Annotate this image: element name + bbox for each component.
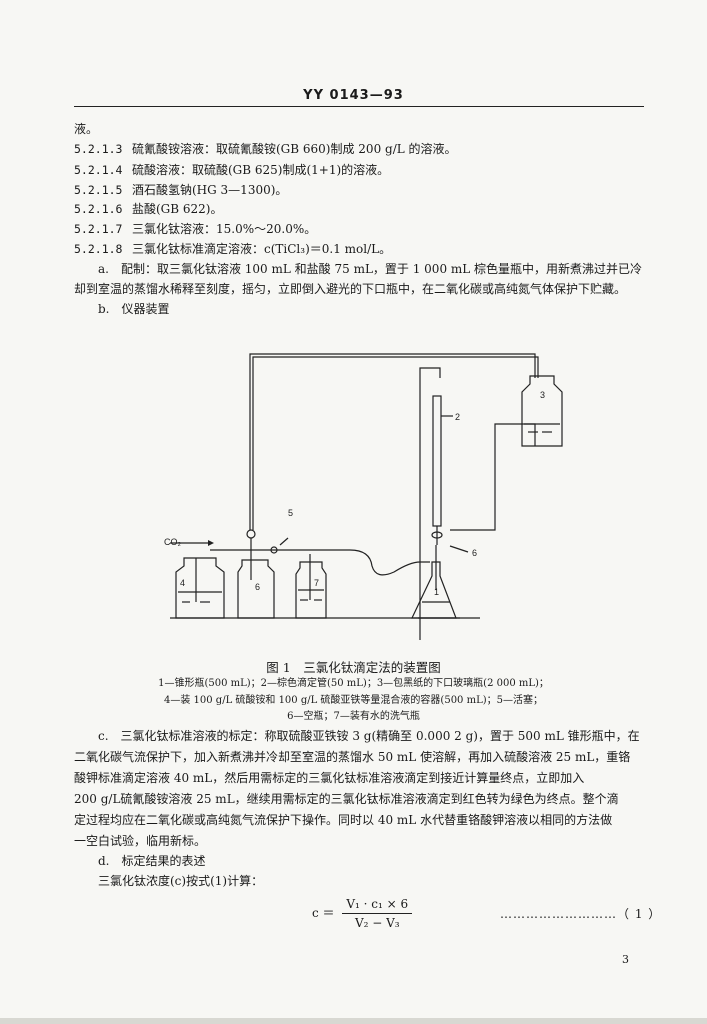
header-rule (74, 106, 644, 107)
para-c-line-5: 定过程均应在二氧化碳或高纯氮气流保护下操作。同时以 40 mL 水代替重铬酸钾溶… (74, 813, 613, 827)
para-c-line-4: 200 g/L硫氰酸铵溶液 25 mL，继续用需标定的三氯化钛标准溶液滴定到红色… (74, 792, 619, 806)
wash-bottle-7 (295, 561, 327, 619)
conical-flask-1 (411, 561, 457, 619)
label-2: 2 (455, 412, 460, 422)
clause-number: 5.2.1.8 (74, 242, 123, 256)
equation-number: ………………………（ 1 ） (500, 907, 662, 921)
empty-bottle-6 (237, 559, 275, 619)
para-d-heading: d. 标定结果的表述 (98, 854, 206, 868)
formula-1: c ＝ V₁ · c₁ × 6 V₂ − V₃ (312, 897, 413, 930)
clause-text: 硫酸溶液：取硫酸(GB 625)制成(1+1)的溶液。 (132, 163, 390, 177)
label-6b: 6 (472, 548, 477, 558)
clause-5-2-1-3: 5.2.1.3 硫氰酸铵溶液：取硫氰酸铵(GB 660)制成 200 g/L 的溶… (74, 141, 457, 157)
standard-code-header: YY 0143—93 (303, 88, 404, 103)
label-5: 5 (288, 508, 293, 518)
clause-number: 5.2.1.7 (74, 222, 123, 236)
page-number: 3 (622, 953, 629, 966)
reservoir-outlet-tube (450, 423, 536, 531)
upper-tube (249, 353, 536, 530)
para-a-line-1: a. 配制：取三氯化钛溶液 100 mL 和盐酸 75 mL，置于 1 000 … (98, 262, 643, 276)
clause-5-2-1-8: 5.2.1.8 三氯化钛标准滴定溶液：c(TiCl₃)＝0.1 mol/L。 (74, 241, 391, 257)
clause-5-2-1-4: 5.2.1.4 硫酸溶液：取硫酸(GB 625)制成(1+1)的溶液。 (74, 162, 389, 178)
clause-text: 三氯化钛标准滴定溶液：c(TiCl₃)＝0.1 mol/L。 (132, 242, 392, 256)
para-c-line-6: 一空白试验，临用新标。 (74, 834, 207, 848)
label-co2: CO₂ (164, 537, 182, 547)
clause-5-2-1-7: 5.2.1.7 三氯化钛溶液：15.0%～20.0%。 (74, 221, 316, 237)
clause-5-2-1-6: 5.2.1.6 盐酸(GB 622)。 (74, 201, 223, 217)
upper-tube-inner (252, 356, 539, 530)
burette-stopcock (431, 531, 443, 539)
formula-intro: 三氯化钛浓度(c)按式(1)计算： (98, 874, 264, 888)
flexible-tube (290, 549, 430, 576)
formula-fraction: V₁ · c₁ × 6 V₂ − V₃ (342, 897, 413, 930)
figure-legend-line-3: 6—空瓶；7—装有水的洗气瓶 (287, 711, 420, 722)
clause-number: 5.2.1.6 (74, 202, 123, 216)
label-1: 1 (434, 587, 439, 597)
stopcock-5b (270, 546, 278, 554)
stopcock-5 (246, 529, 256, 539)
clause-text: 盐酸(GB 622)。 (132, 202, 223, 216)
apparatus-diagram: CO₂ 1 2 3 4 5 6 6 7 (164, 353, 563, 640)
scan-edge-mark (0, 1018, 707, 1024)
co2-arrow (208, 540, 214, 546)
para-c-line-2: 二氧化碳气流保护下，加入新煮沸并冷却至室温的蒸馏水 50 mL 使溶解，再加入硫… (74, 750, 631, 764)
burette-2 (432, 395, 442, 527)
clause-text: 硫氰酸铵溶液：取硫氰酸铵(GB 660)制成 200 g/L 的溶液。 (132, 142, 457, 156)
para-a-line-2: 却到室温的蒸馏水稀释至刻度，摇匀，立即倒入避光的下口瓶中，在二氧化碳或高纯氮气体… (74, 282, 627, 296)
clause-number: 5.2.1.4 (74, 163, 123, 177)
label-6: 6 (255, 582, 260, 592)
clause-number: 5.2.1.5 (74, 183, 123, 197)
figure-legend-line-2: 4—装 100 g/L 硫酸铵和 100 g/L 硫酸亚铁等量混合液的容器(50… (164, 695, 543, 706)
clause-text: 酒石酸氢钠(HG 3—1300)。 (132, 183, 288, 197)
para-b-heading: b. 仪器装置 (98, 302, 170, 316)
clause-5-2-1-5: 5.2.1.5 酒石酸氢钠(HG 3—1300)。 (74, 182, 287, 198)
figure-title: 图 1 三氯化钛滴定法的装置图 (266, 660, 441, 675)
formula-denominator: V₂ − V₃ (354, 916, 400, 930)
para-c-line-1: c. 三氯化钛标准溶液的标定：称取硫酸亚铁铵 3 g(精确至 0.000 2 g… (98, 729, 640, 743)
reservoir-bottle-3 (521, 375, 563, 447)
clause-text: 三氯化钛溶液：15.0%～20.0%。 (132, 222, 317, 236)
callout-6b (449, 545, 469, 553)
label-7: 7 (314, 578, 319, 588)
formula-numerator: V₁ · c₁ × 6 (342, 897, 413, 914)
formula-lhs: c ＝ (312, 906, 335, 920)
figure-legend-line-1: 1—锥形瓶(500 mL)；2—棕色滴定管(50 mL)；3—包黑纸的下口玻璃瓶… (158, 678, 549, 689)
para-c-line-3: 酸钾标准滴定溶液 40 mL，然后用需标定的三氯化钛标准溶液滴定到接近计算量终点… (74, 771, 585, 785)
callout-5 (279, 537, 289, 546)
label-3: 3 (540, 390, 545, 400)
clause-number: 5.2.1.3 (74, 142, 123, 156)
continuation-text: 液。 (74, 122, 99, 136)
bottle-4 (175, 557, 225, 619)
burette-guide (419, 367, 441, 640)
label-4: 4 (180, 578, 185, 588)
